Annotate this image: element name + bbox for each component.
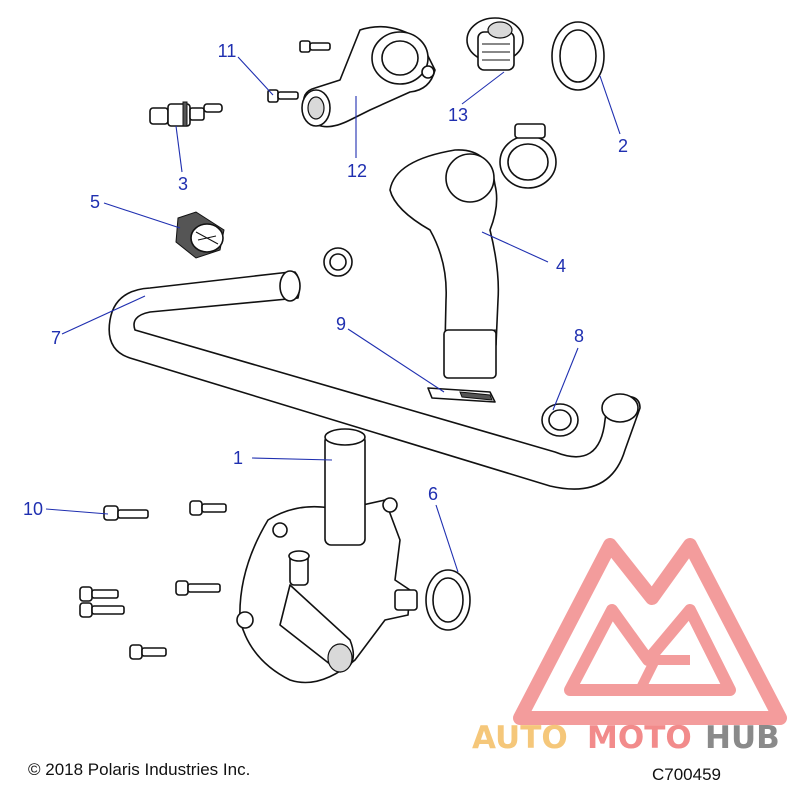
bypass-hose-part-7 <box>108 270 641 490</box>
bolt-11-lower <box>267 89 299 103</box>
bolt-10-e <box>175 580 221 596</box>
o-ring-part-6 <box>425 569 471 631</box>
callout-1: 1 <box>233 448 243 468</box>
watermark-hub: HUB <box>705 720 780 756</box>
callout-2: 2 <box>618 136 628 156</box>
diagram-code: C700459 <box>652 765 722 784</box>
callout-4: 4 <box>556 256 566 276</box>
spring-clamp-upper <box>499 123 557 189</box>
bolt-11-upper <box>299 40 331 53</box>
upper-hose-part-4 <box>389 149 500 379</box>
bolt-10-b <box>189 500 227 516</box>
callout-8: 8 <box>574 326 584 346</box>
thermostat-housing-part <box>301 25 436 128</box>
hose-clamp-part-9 <box>427 387 496 403</box>
callout-11: 11 <box>218 41 237 61</box>
callout-6: 6 <box>428 484 438 504</box>
o-ring-part-2 <box>551 21 605 91</box>
callout-7: 7 <box>51 328 61 348</box>
bolt-10-d <box>79 602 125 618</box>
callout-9: 9 <box>336 314 346 334</box>
bolt-10-f <box>129 644 167 660</box>
watermark-logo <box>513 538 787 725</box>
clamp-part-8 <box>541 403 579 437</box>
watermark-moto: MOTO <box>587 720 692 756</box>
small-clamp <box>323 247 353 277</box>
water-pump-part-1 <box>236 428 418 684</box>
bolt-10-a <box>103 505 149 521</box>
bolt-10-c <box>79 586 119 602</box>
thermostat-part <box>466 17 524 71</box>
callout-5: 5 <box>90 192 100 212</box>
hose-fitting-part-5 <box>175 211 225 259</box>
watermark-auto: AUTO <box>472 720 568 756</box>
leader-lines <box>45 56 621 573</box>
callout-10: 10 <box>23 499 43 519</box>
callout-3: 3 <box>178 174 188 194</box>
watermark-wordmark: AUTO MOTO HUB <box>472 720 780 756</box>
temperature-sensor-part <box>149 101 223 127</box>
callout-13: 13 <box>448 105 468 125</box>
callout-12: 12 <box>347 161 367 181</box>
copyright-text: © 2018 Polaris Industries Inc. <box>28 760 251 779</box>
